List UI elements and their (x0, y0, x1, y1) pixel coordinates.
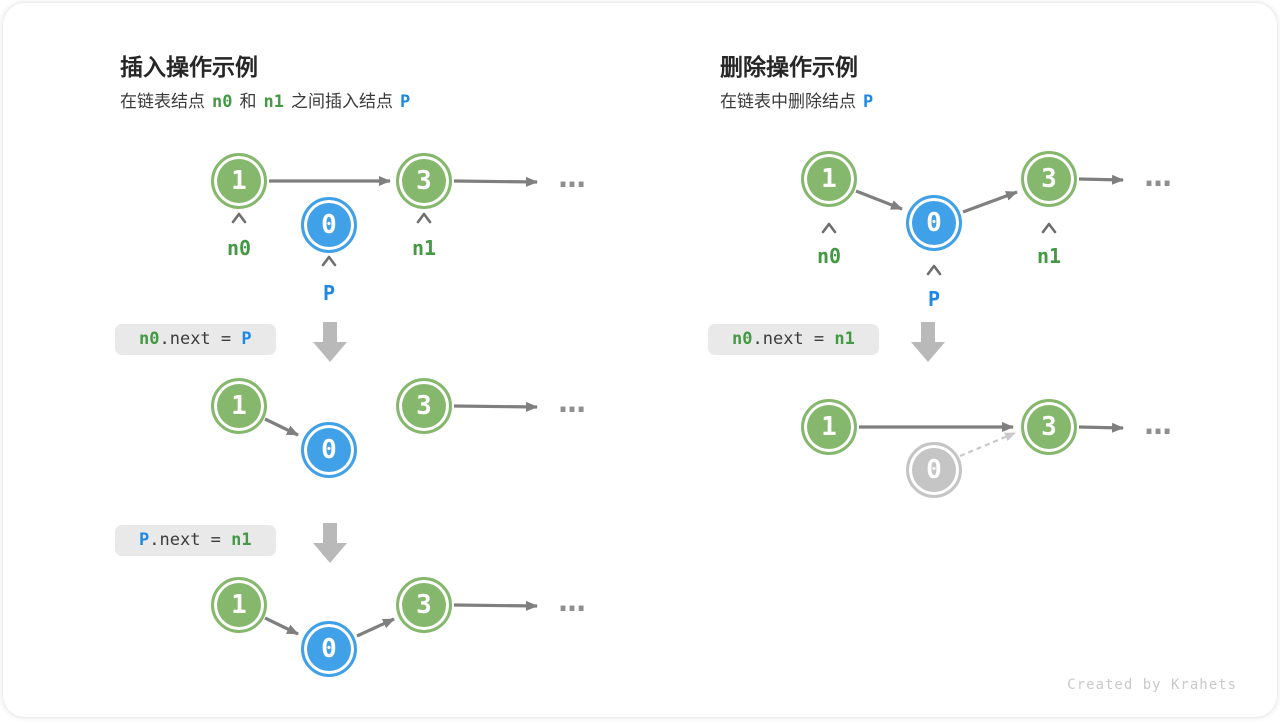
node-1: 1 (801, 399, 857, 455)
code-p-next-n1: P.next = n1 (115, 525, 276, 556)
label-n1: n1 (411, 236, 437, 260)
code-mid: .next = (149, 530, 232, 550)
n1-token: n1 (263, 92, 284, 112)
caret-up-n1 (416, 212, 432, 224)
caret-up-p (321, 255, 337, 267)
node-3: 3 (1021, 399, 1077, 455)
code-mid: .next = (752, 329, 835, 349)
p-token: P (399, 92, 411, 112)
arrow-3-to-dots-2 (453, 401, 538, 412)
code-mid: .next = (159, 329, 242, 349)
arrow-3-to-dots-3 (453, 600, 538, 611)
del-caret-up-n0 (821, 222, 837, 234)
delete-title: 删除操作示例 (720, 54, 858, 80)
arrow-1-to-0 (264, 417, 299, 437)
node-value: 0 (926, 455, 942, 485)
arrow-3-to-dots (453, 176, 538, 187)
node-0-deleted: 0 (906, 442, 962, 498)
watermark: Created by Krahets (1067, 677, 1237, 693)
node-value: 0 (926, 208, 942, 238)
node-value: 1 (231, 391, 247, 421)
code-n0-next-p: n0.next = P (115, 324, 276, 355)
node-3: 3 (1021, 151, 1077, 207)
node-0-inserted: 0 (301, 621, 357, 677)
node-value: 3 (1041, 164, 1057, 194)
del-caret-up-n1 (1041, 222, 1057, 234)
n0-token: n0 (212, 92, 233, 112)
code-lhs: n0 (732, 329, 753, 349)
label-n1: n1 (1036, 244, 1062, 268)
node-value: 3 (416, 590, 432, 620)
ellipsis: ... (1140, 159, 1176, 194)
node-1: 1 (211, 577, 267, 633)
node-value: 1 (231, 166, 247, 196)
del-arrow-3-to-dots-2 (1078, 422, 1124, 433)
del-arrow-1-to-0 (855, 189, 903, 211)
code-rhs: n1 (834, 329, 855, 349)
subtitle-text: 之间插入结点 (290, 92, 393, 111)
node-1: 1 (211, 153, 267, 209)
node-0-inserted: 0 (301, 422, 357, 478)
del-arrow-0-to-3 (962, 190, 1018, 214)
node-3: 3 (396, 577, 452, 633)
code-lhs: n0 (139, 329, 160, 349)
figure-card: 插入操作示例 在链表结点 n0 和 n1 之间插入结点 P 1 3 0 ... n0 n1… (3, 3, 1277, 717)
ellipsis: ... (554, 584, 590, 619)
label-p: P (322, 281, 336, 305)
caret-up-n0 (231, 212, 247, 224)
del-arrow-3-to-dots (1078, 174, 1124, 185)
ellipsis: ... (554, 160, 590, 195)
node-value: 0 (321, 435, 337, 465)
node-value: 3 (416, 166, 432, 196)
node-1: 1 (211, 378, 267, 434)
node-1: 1 (801, 151, 857, 207)
block-down-arrow-2 (313, 523, 347, 563)
code-n0-next-n1: n0.next = n1 (708, 324, 879, 355)
p-token: P (863, 92, 874, 112)
label-p: P (927, 287, 941, 311)
label-n0: n0 (226, 236, 252, 260)
node-0-inserted: 0 (301, 197, 357, 253)
code-rhs: n1 (231, 530, 252, 550)
node-value: 0 (321, 634, 337, 664)
node-3: 3 (396, 378, 452, 434)
node-0-to-delete: 0 (906, 195, 962, 251)
arrow-1-to-0-final (264, 616, 299, 636)
block-down-arrow-1 (313, 322, 347, 362)
subtitle-text: 和 (239, 92, 257, 111)
del-caret-up-p (926, 264, 942, 276)
ellipsis: ... (1140, 407, 1176, 442)
code-lhs: P (139, 530, 150, 550)
subtitle-text: 在链表中删除结点 (720, 92, 856, 111)
node-value: 3 (1041, 412, 1057, 442)
insert-title: 插入操作示例 (120, 54, 258, 80)
ellipsis: ... (554, 385, 590, 420)
node-value: 1 (231, 590, 247, 620)
del-dashed-0-to-3 (959, 431, 1016, 458)
node-value: 0 (321, 210, 337, 240)
del-block-down-arrow (911, 322, 945, 362)
insert-subtitle: 在链表结点 n0 和 n1 之间插入结点 P (120, 87, 417, 112)
arrow-0-to-3-final (356, 617, 395, 638)
label-n0: n0 (816, 244, 842, 268)
subtitle-text: 在链表结点 (120, 92, 205, 111)
node-value: 3 (416, 391, 432, 421)
code-rhs: P (241, 329, 252, 349)
node-3: 3 (396, 153, 452, 209)
node-value: 1 (821, 164, 837, 194)
node-value: 1 (821, 412, 837, 442)
delete-subtitle: 在链表中删除结点 P (720, 87, 880, 112)
